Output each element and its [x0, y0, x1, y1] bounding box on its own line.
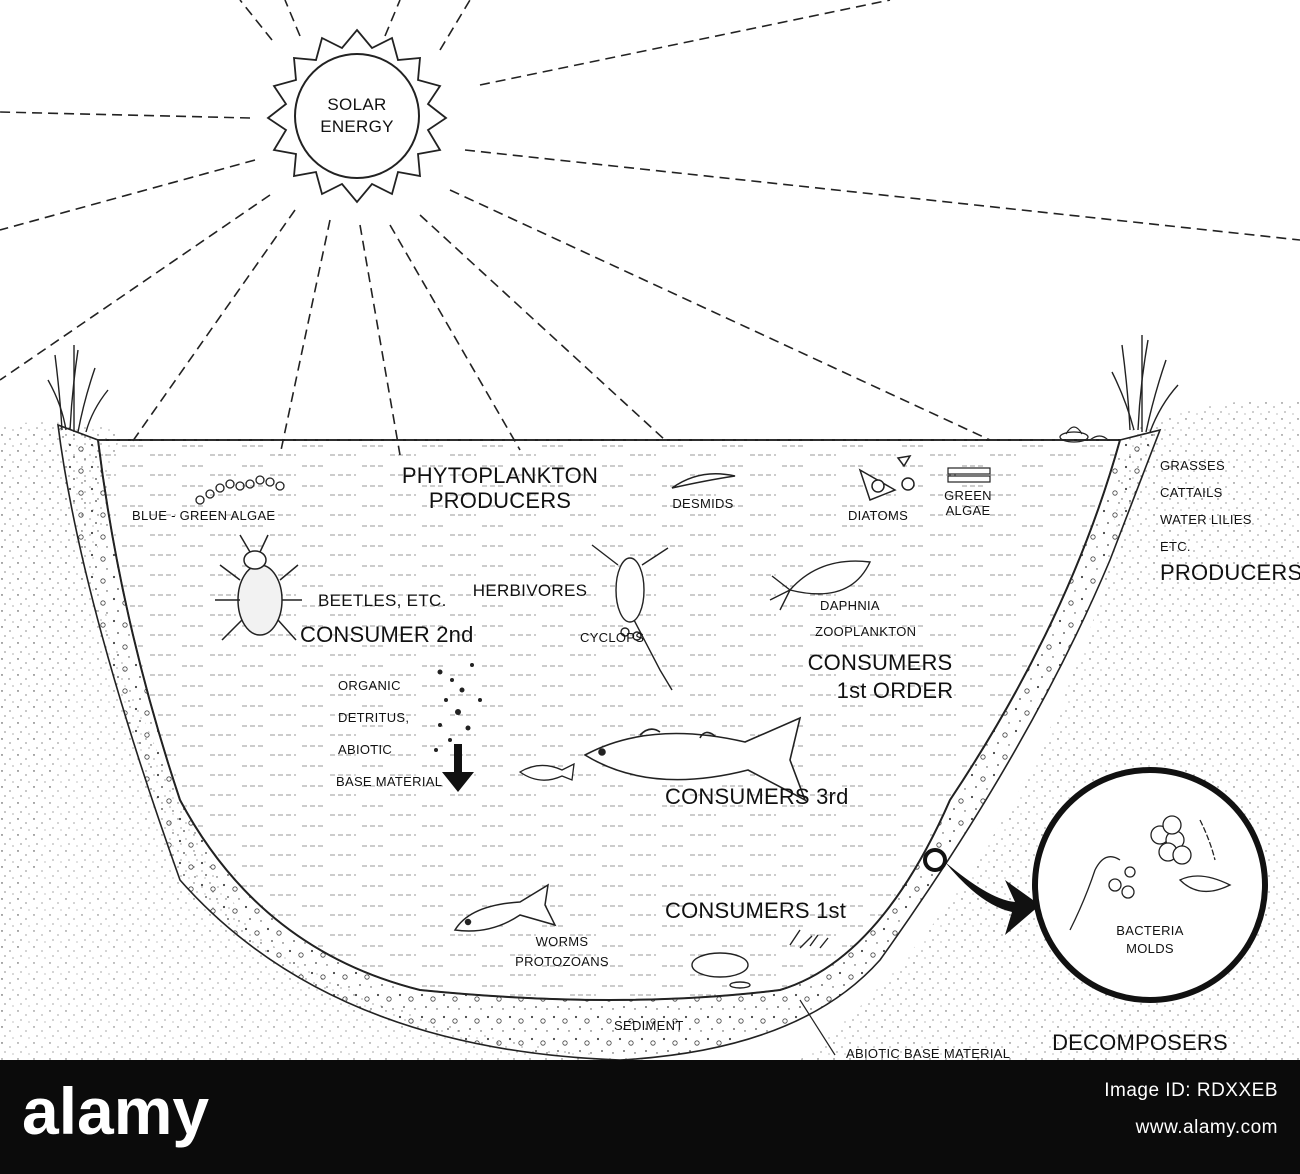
producers-water-label: PRODUCERS — [429, 488, 571, 513]
consumers-3rd-label: CONSUMERS 3rd — [665, 784, 849, 809]
abiotic-bottom-label: ABIOTIC BASE MATERIAL — [846, 1046, 1010, 1060]
reeds-left — [47, 345, 109, 433]
sun: SOLAR ENERGY — [266, 28, 448, 204]
detritus-down-arrow-icon — [442, 744, 474, 792]
bottom-fish-icon — [453, 883, 557, 932]
decomposers-label: DECOMPOSERS — [1052, 1030, 1228, 1055]
worms-label: WORMS — [536, 934, 589, 949]
daphnia-label: DAPHNIA — [820, 598, 880, 613]
consumers-1st-order-label-1: CONSUMERS — [808, 650, 953, 675]
grasses-label: GRASSES — [1160, 458, 1225, 473]
consumer-2nd-label: CONSUMER 2nd — [300, 622, 474, 647]
abiotic-label: ABIOTIC — [338, 742, 392, 757]
site-url-text: www.alamy.com — [1135, 1117, 1278, 1138]
blue-green-algae-icon — [195, 475, 285, 505]
protozoans-label: PROTOZOANS — [515, 954, 609, 969]
consumers-1st-label: CONSUMERS 1st — [665, 898, 846, 923]
worm-protozoan-icon — [691, 929, 829, 989]
herbivores-label: HERBIVORES — [473, 581, 587, 600]
magnify-arrow-icon — [945, 862, 1040, 935]
desmids-label: DESMIDS — [672, 496, 733, 511]
green-algae-icon — [947, 467, 991, 483]
organic-label: ORGANIC — [338, 678, 401, 693]
alamy-logo: alamy — [22, 1076, 209, 1148]
pond-water — [96, 439, 1122, 1001]
consumers-1st-order-label-2: 1st ORDER — [837, 678, 954, 703]
sun-rays — [0, 0, 1300, 456]
water-lilies-label: WATER LILIES — [1160, 512, 1252, 527]
reeds-right — [1111, 335, 1179, 433]
decomposers-magnified-circle: BACTERIA MOLDS — [1032, 767, 1268, 1003]
producers-shore-label: PRODUCERS — [1160, 560, 1300, 585]
base-material-label: BASE MATERIAL — [336, 774, 442, 789]
cyclops-label: CYCLOPS — [580, 630, 644, 645]
zooplankton-label: ZOOPLANKTON — [815, 624, 916, 639]
phytoplankton-label: PHYTOPLANKTON — [402, 463, 598, 488]
blue-green-algae-label: BLUE - GREEN ALGAE — [132, 508, 275, 523]
svg-text:alamy: alamy — [22, 1076, 209, 1148]
diatom-icon — [858, 454, 915, 501]
daphnia-icon — [769, 560, 872, 611]
detritus-label: DETRITUS, — [338, 710, 409, 725]
sediment-label: SEDIMENT — [614, 1018, 684, 1033]
desmid-icon — [671, 473, 736, 489]
green-algae-label-1: GREEN — [944, 488, 992, 503]
green-algae-label-2: ALGAE — [946, 503, 991, 518]
watermark-bar — [0, 1060, 1300, 1174]
bank-sample-marker — [923, 848, 947, 872]
molds-label: MOLDS — [1126, 941, 1174, 956]
detritus-particles-icon — [434, 663, 482, 752]
sun-label-solar: SOLAR — [327, 95, 386, 114]
image-id-text: Image ID: RDXXEB — [1104, 1080, 1278, 1101]
sun-label-energy: ENERGY — [320, 117, 394, 136]
bacteria-label: BACTERIA — [1116, 923, 1183, 938]
trout-icon — [583, 716, 807, 802]
pond-ecosystem-diagram: SOLAR ENERGY — [0, 0, 1300, 1060]
water-lily-icon — [1059, 426, 1109, 443]
cyclops-icon — [591, 544, 673, 691]
abiotic-leader-line — [799, 999, 836, 1056]
beetles-label: BEETLES, ETC. — [318, 591, 447, 610]
cattails-label: CATTAILS — [1160, 485, 1223, 500]
beetle-icon — [215, 534, 302, 641]
minnow-icon — [518, 762, 575, 781]
diatoms-label: DIATOMS — [848, 508, 908, 523]
etc-label: ETC. — [1160, 539, 1191, 554]
